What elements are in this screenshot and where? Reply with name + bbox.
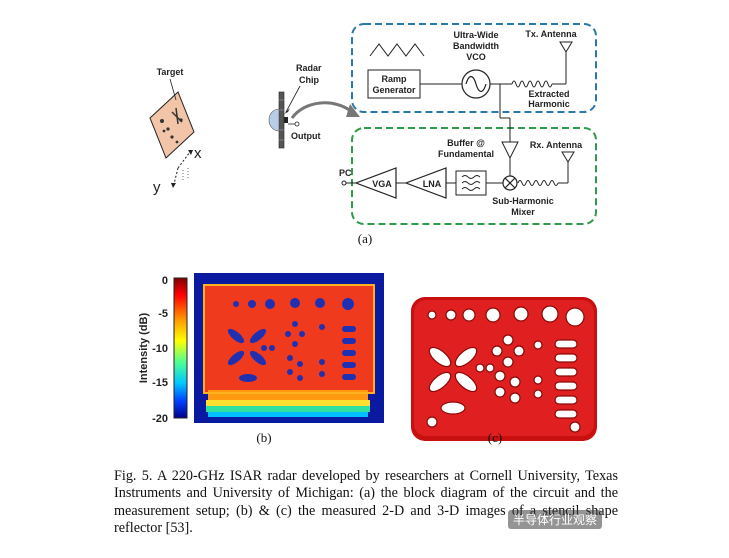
vga-label: VGA [372, 179, 392, 189]
colorbar-tick: -5 [158, 308, 168, 320]
rx-antenna-icon [561, 151, 575, 163]
receiver-block [351, 127, 597, 225]
tx-antenna-icon [559, 41, 573, 53]
radar-chip [268, 91, 288, 149]
axis-y-label: y [153, 179, 161, 196]
vco-label-2: Bandwidth [453, 41, 499, 51]
panel-b: Intensity (dB) 0 -5 -10 -15 -20 [138, 273, 597, 445]
colorbar [173, 277, 188, 419]
figure-caption: Fig. 5. A 220-GHz ISAR radar developed b… [114, 468, 618, 537]
watermark: 半导体行业观察 [508, 510, 603, 529]
radar-3d-image [411, 297, 597, 441]
tx-harmonic-wave [511, 80, 553, 88]
output-label: Output [291, 131, 321, 141]
buffer-label-1: Buffer @ [447, 138, 485, 148]
extracted-harmonic-label-2: Harmonic [528, 99, 570, 109]
radar-chip-label-2: Chip [299, 75, 319, 85]
colorbar-tick: -15 [152, 377, 168, 389]
ramp-generator [367, 69, 421, 99]
vga-amplifier [354, 167, 397, 199]
lna-amplifier [404, 167, 447, 199]
axes-indicator [171, 150, 193, 188]
mixer-label-2: Mixer [511, 207, 535, 217]
radar-chip-label-1: Radar [296, 63, 322, 73]
transmitter-block [351, 23, 597, 113]
ramp-label-1: Ramp [381, 74, 407, 84]
rx-antenna-label: Rx. Antenna [530, 140, 583, 150]
target-label: Target [157, 67, 184, 77]
colorbar-tick: -10 [152, 343, 168, 355]
panel-b-label: (b) [256, 430, 271, 445]
ramp-waveform-icon [369, 43, 425, 57]
panel-c-label: (c) [488, 430, 502, 445]
ramp-label-2: Generator [372, 85, 416, 95]
buffer-label-2: Fundamental [438, 149, 494, 159]
buffer-amplifier [501, 141, 519, 160]
colorbar-title: Intensity (dB) [138, 313, 150, 384]
block-diagram: Target x y Radar Chip Output [149, 23, 597, 246]
colorbar-tick: 0 [162, 275, 168, 287]
colorbar-tick: -20 [152, 413, 168, 425]
mixer-label-1: Sub-Harmonic [492, 196, 554, 206]
rx-harmonic-wave [517, 180, 559, 186]
lna-label: LNA [423, 179, 442, 189]
panel-a-label: (a) [358, 231, 372, 246]
zoom-arrow [290, 101, 353, 119]
extracted-harmonic-label-1: Extracted [528, 89, 569, 99]
vco-label-3: VCO [466, 52, 486, 62]
bandpass-filter [455, 170, 487, 196]
vco-label-1: Ultra-Wide [454, 30, 499, 40]
radar-2d-image [194, 273, 384, 423]
target-plate [149, 91, 195, 159]
pc-label: PC [339, 168, 352, 178]
axis-x-label: x [194, 145, 202, 162]
tx-antenna-label: Tx. Antenna [525, 29, 577, 39]
